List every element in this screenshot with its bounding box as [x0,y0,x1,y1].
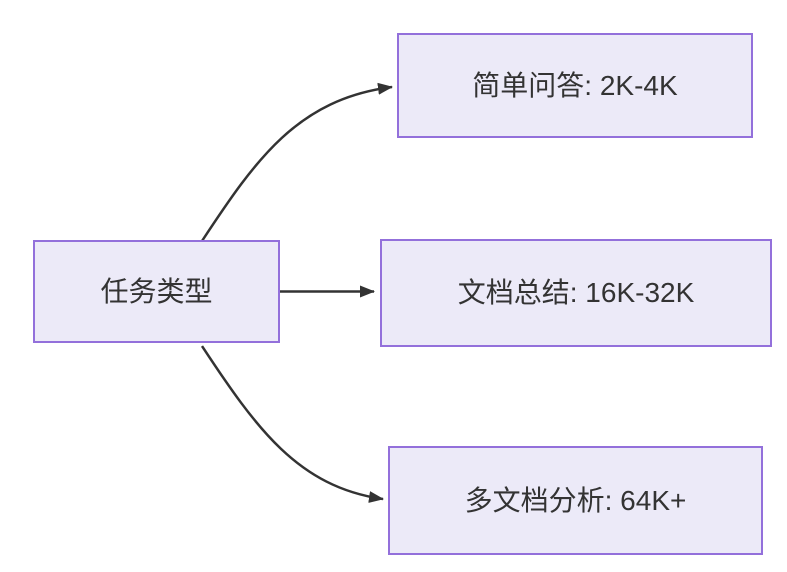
node-doc-summary-label: 文档总结: 16K-32K [457,277,695,309]
node-simple-qa-label: 简单问答: 2K-4K [472,69,678,101]
node-multi-doc: 多文档分析: 64K+ [388,446,763,555]
node-simple-qa: 简单问答: 2K-4K [397,33,753,138]
node-task-type: 任务类型 [33,240,280,343]
edge-root-to-simple-qa [200,82,393,242]
node-multi-doc-label: 多文档分析: 64K+ [464,484,687,516]
edge-root-to-multi-doc [200,345,384,503]
node-task-type-label: 任务类型 [100,275,213,307]
node-doc-summary: 文档总结: 16K-32K [380,239,772,347]
